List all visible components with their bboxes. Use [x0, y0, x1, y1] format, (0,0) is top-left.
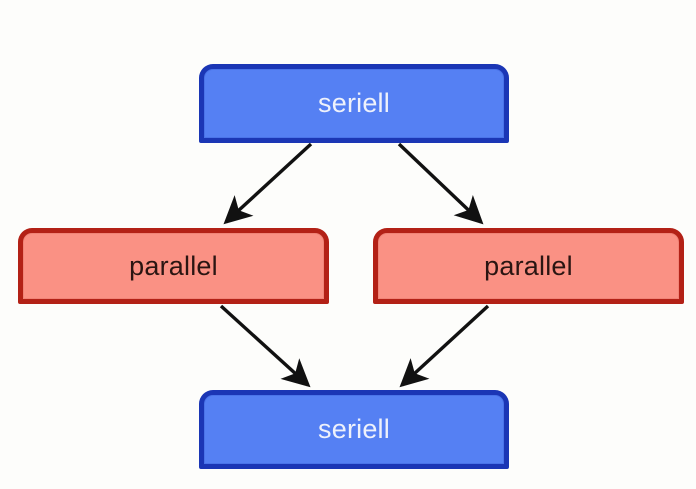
- edge-left-to-bottom: [219, 304, 311, 388]
- edge-top-to-left: [223, 142, 313, 225]
- node-label: parallel: [129, 250, 218, 281]
- node-top-serial[interactable]: seriell: [199, 64, 509, 143]
- node-label: seriell: [318, 414, 390, 444]
- node-label: parallel: [484, 250, 573, 281]
- edge-right-to-bottom: [399, 304, 490, 388]
- node-right-parallel[interactable]: parallel: [373, 228, 684, 304]
- node-label: seriell: [318, 88, 390, 118]
- node-bottom-serial[interactable]: seriell: [199, 390, 509, 469]
- edge-top-to-right: [397, 142, 484, 225]
- node-left-parallel[interactable]: parallel: [18, 228, 329, 304]
